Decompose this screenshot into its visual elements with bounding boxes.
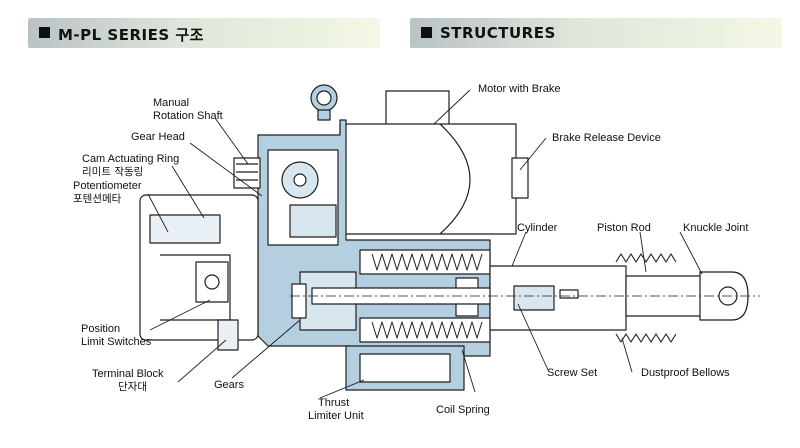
label-potentiometer: Potentiometer 포텐션메타 — [73, 180, 141, 206]
label-brake-release-device: Brake Release Device — [552, 132, 661, 144]
leader-dustproof-bellows — [621, 337, 633, 373]
label-screw-set: Screw Set — [547, 367, 598, 379]
label-position-limit-switches: Position Limit Switches — [81, 323, 151, 349]
label-terminal-block: Terminal Block 단자대 — [92, 368, 164, 394]
terminal-block — [217, 319, 239, 351]
leader-coil-spring — [461, 349, 476, 393]
leader-thrust-limiter — [319, 379, 365, 399]
cylinder — [489, 265, 627, 331]
dustproof-bellows-top — [615, 253, 677, 263]
screw-set — [513, 285, 555, 311]
motor-terminal-box — [385, 90, 450, 126]
square-bullet-icon — [39, 27, 50, 38]
leader-gears — [231, 319, 301, 379]
square-bullet-icon — [421, 27, 432, 38]
label-piston-rod: Piston Rod — [597, 222, 651, 234]
leader-motor — [433, 89, 471, 125]
label-cam-actuating-ring: Cam Actuating Ring 리미트 작동링 — [82, 153, 179, 179]
banner-title-right: STRUCTURES — [440, 24, 556, 42]
label-potentiometer-kr: 포텐션메타 — [73, 193, 122, 205]
section-banner-structures: STRUCTURES — [410, 18, 782, 48]
motor-housing — [339, 123, 517, 235]
leader-gear-head — [189, 142, 263, 197]
leader-cam-ring — [171, 165, 205, 219]
leader-position-switches — [149, 299, 211, 331]
label-knuckle-joint: Knuckle Joint — [683, 222, 749, 234]
label-thrust-limiter-unit: Thrust Limiter Unit — [308, 397, 364, 423]
label-manual-rotation-shaft: Manual Rotation Shaft — [153, 97, 223, 123]
leader-cylinder — [511, 231, 527, 267]
brake-release-knob — [511, 157, 529, 199]
label-manual-rotation-shaft-line2: Rotation Shaft — [153, 110, 223, 122]
label-potentiometer-en: Potentiometer — [73, 180, 142, 192]
label-cam-actuating-ring-kr: 리미트 작동링 — [82, 166, 144, 178]
label-thrust-limiter-unit-line1: Thrust — [318, 397, 350, 409]
leader-manual-shaft — [214, 117, 249, 165]
dustproof-bellows-bottom — [615, 333, 677, 343]
lifting-eye-post — [317, 109, 331, 121]
label-cam-actuating-ring-en: Cam Actuating Ring — [82, 153, 180, 165]
leader-knuckle-joint — [679, 231, 703, 275]
label-gears: Gears — [214, 379, 244, 391]
label-cylinder: Cylinder — [517, 222, 558, 234]
section-banner-korean: M-PL SERIES 구조 — [28, 18, 380, 48]
leader-terminal-block — [177, 339, 227, 383]
label-coil-spring: Coil Spring — [436, 404, 490, 416]
label-manual-rotation-shaft-line1: Manual — [153, 97, 190, 109]
label-motor-with-brake: Motor with Brake — [478, 83, 561, 95]
label-position-limit-switches-line1: Position — [81, 323, 121, 335]
label-terminal-block-en: Terminal Block — [92, 368, 164, 380]
label-terminal-block-kr: 단자대 — [118, 381, 147, 393]
leader-screw-set — [517, 303, 549, 371]
leader-potentiometer — [147, 193, 169, 233]
banner-title-left: M-PL SERIES 구조 — [58, 26, 204, 44]
label-dustproof-bellows: Dustproof Bellows — [641, 367, 730, 379]
leader-piston-rod — [639, 231, 647, 273]
label-gear-head: Gear Head — [131, 131, 185, 143]
leader-brake-release — [519, 137, 547, 171]
label-position-limit-switches-line2: Limit Switches — [81, 336, 152, 348]
label-thrust-limiter-unit-line2: Limiter Unit — [308, 410, 364, 422]
